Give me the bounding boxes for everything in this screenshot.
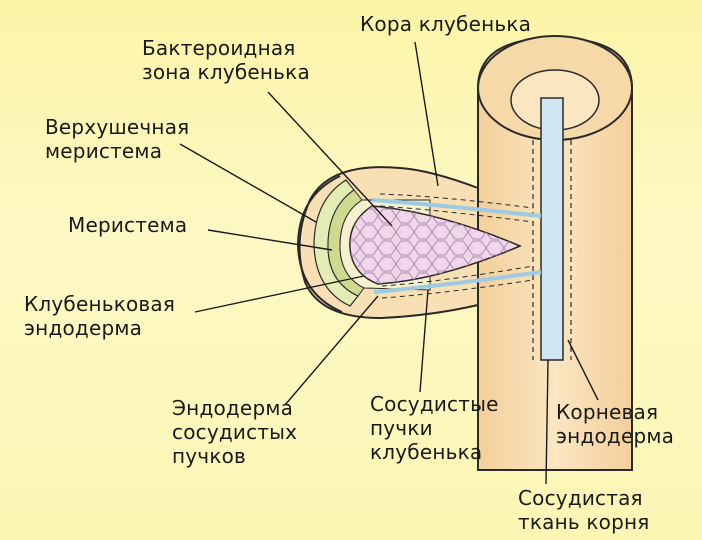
leader-nodule-cortex <box>415 42 438 186</box>
label-root-vascular-tissue: Сосудистая ткань корня <box>518 486 650 534</box>
label-root-endodermis: Корневая эндодерма <box>556 400 674 448</box>
label-nodule-vascular-bundles: Сосудистые пучки клубенька <box>370 392 499 464</box>
leader-bundle-endodermis <box>285 296 378 405</box>
label-nodule-endodermis: Клубеньковая эндодерма <box>24 292 175 340</box>
label-nodule-cortex: Кора клубенька <box>360 12 531 36</box>
root-vascular-tissue <box>541 98 563 360</box>
label-apical-meristem: Верхушечная меристема <box>45 115 189 163</box>
leader-apical-meristem <box>180 144 316 222</box>
label-bundle-endodermis: Эндодерма сосудистых пучков <box>172 396 297 468</box>
label-bacteroid-zone: Бактероидная зона клубенька <box>142 36 310 84</box>
label-meristem: Меристема <box>68 213 187 237</box>
